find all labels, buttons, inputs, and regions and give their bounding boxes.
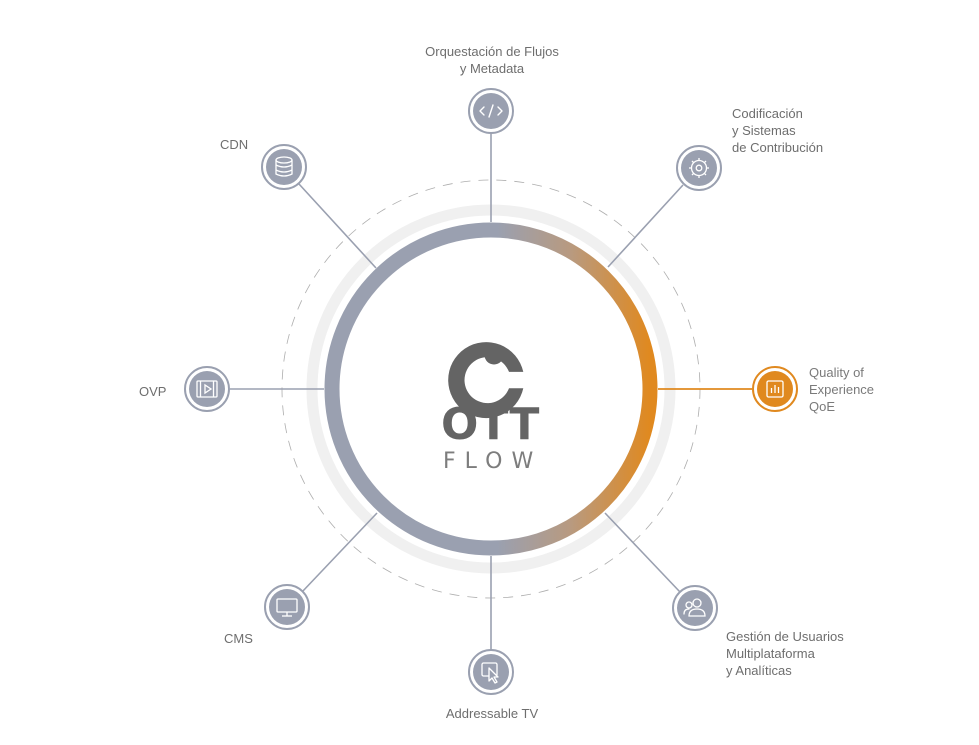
label-qoe: Quality of Experience QoE xyxy=(809,365,875,414)
bar-chart-icon xyxy=(766,380,784,398)
node-encoding[interactable] xyxy=(676,145,722,191)
main-ring xyxy=(324,222,658,556)
label-encoding: Codificación y Sistemas de Contribución xyxy=(732,106,824,155)
spoke-cdn xyxy=(298,183,377,269)
spoke-cms xyxy=(301,512,378,593)
node-qoe[interactable] xyxy=(752,366,798,412)
label-ovp: OVP xyxy=(139,384,167,399)
node-ovp[interactable] xyxy=(184,366,230,412)
spoke-encoding xyxy=(607,184,684,268)
monitor-icon xyxy=(276,598,298,617)
code-icon xyxy=(479,104,503,118)
light-guide-ring xyxy=(306,204,676,574)
label-cdn: CDN xyxy=(220,137,249,152)
label-users: Gestión de Usuarios Multiplataforma y An… xyxy=(726,629,844,678)
spokes xyxy=(230,133,684,650)
label-cms: CMS xyxy=(224,631,253,646)
node-addressable[interactable] xyxy=(468,649,514,695)
spoke-users xyxy=(604,512,681,593)
node-cdn[interactable] xyxy=(261,144,307,190)
label-orchestration: Orquestación de Flujos y Metadata xyxy=(425,44,559,76)
node-users[interactable] xyxy=(672,585,718,631)
outer-dashed-guide xyxy=(281,179,701,599)
users-icon xyxy=(683,598,706,617)
node-orchestration[interactable] xyxy=(468,88,514,134)
label-addressable: Addressable TV xyxy=(445,706,539,721)
cursor-icon xyxy=(481,662,499,684)
film-play-icon xyxy=(196,380,218,398)
ott-flow-logo-mark xyxy=(448,342,524,419)
database-icon xyxy=(275,156,293,177)
logo-word-ott: OTT xyxy=(441,399,540,450)
logo-word-flow: FLOW xyxy=(443,449,543,474)
gear-icon xyxy=(689,158,709,178)
node-cms[interactable] xyxy=(264,584,310,630)
